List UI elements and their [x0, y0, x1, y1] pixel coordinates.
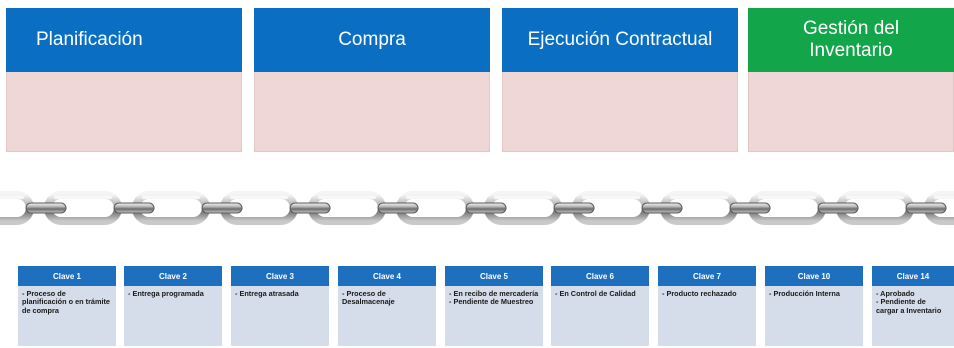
- key-line: - En Control de Calidad: [555, 289, 636, 298]
- key-description: - Producto rechazado: [658, 286, 756, 346]
- chain-link: [113, 202, 155, 214]
- stage-ejecucion-contractual: Ejecución Contractual: [502, 8, 738, 152]
- key-description: - Proceso de planificación o en trámite …: [18, 286, 116, 346]
- key-line: - Proceso de planificación o en trámite …: [22, 289, 110, 315]
- chain-link: [377, 202, 419, 214]
- chain-highlight: [846, 196, 904, 199]
- chain-link: [817, 202, 859, 214]
- key-title: Clave 10: [765, 266, 863, 286]
- chain-highlight: [494, 196, 552, 199]
- key-description: - Producción Interna: [765, 286, 863, 346]
- stage-title: Planificación: [6, 8, 242, 72]
- steel-chain-icon: [0, 191, 954, 225]
- key-title: Clave 7: [658, 266, 756, 286]
- chain-link: [641, 202, 683, 214]
- key-description: - Entrega atrasada: [231, 286, 329, 346]
- key-description: - Aprobado - Pendiente de cargar a Inven…: [872, 286, 954, 346]
- stage-content-area: [502, 72, 738, 152]
- chain-link: [465, 202, 507, 214]
- key-card-clave-3: Clave 3 - Entrega atrasada: [231, 266, 329, 346]
- key-card-clave-10: Clave 10 - Producción Interna: [765, 266, 863, 346]
- chain-highlight: [54, 196, 112, 199]
- chain-highlight: [582, 196, 640, 199]
- key-title: Clave 6: [551, 266, 649, 286]
- key-card-clave-4: Clave 4 - Proceso de Desalmacenaje: [338, 266, 436, 346]
- key-card-clave-1: Clave 1 - Proceso de planificación o en …: [18, 266, 116, 346]
- key-title: Clave 5: [445, 266, 543, 286]
- chain-link: [25, 202, 67, 214]
- key-line: - Aprobado: [876, 289, 915, 298]
- key-title: Clave 3: [231, 266, 329, 286]
- stage-compra: Compra: [254, 8, 490, 152]
- key-line: - Producto rechazado: [662, 289, 737, 298]
- stage-gestion-inventario: Gestión del Inventario: [748, 8, 954, 152]
- key-card-clave-7: Clave 7 - Producto rechazado: [658, 266, 756, 346]
- stage-title: Gestión del Inventario: [748, 8, 954, 72]
- chain-link: [289, 202, 331, 214]
- key-title: Clave 14: [872, 266, 954, 286]
- chain-link: [729, 202, 771, 214]
- key-line: - Entrega programada: [128, 289, 204, 298]
- chain-highlight: [318, 196, 376, 199]
- key-description: - Proceso de Desalmacenaje: [338, 286, 436, 346]
- key-card-clave-6: Clave 6 - En Control de Calidad: [551, 266, 649, 346]
- chain-highlight: [758, 196, 816, 199]
- key-line: - Entrega atrasada: [235, 289, 299, 298]
- key-line: - Pendiente de Muestreo: [449, 297, 534, 307]
- key-title: Clave 2: [124, 266, 222, 286]
- key-title: Clave 4: [338, 266, 436, 286]
- key-card-clave-5: Clave 5 - En recibo de mercadería - Pend…: [445, 266, 543, 346]
- stage-content-area: [748, 72, 954, 152]
- stage-title: Ejecución Contractual: [502, 8, 738, 72]
- key-description: - En Control de Calidad: [551, 286, 649, 346]
- key-description: - En recibo de mercadería - Pendiente de…: [445, 286, 543, 346]
- chain-highlight: [406, 196, 464, 199]
- chain-highlight: [0, 196, 24, 199]
- chain-highlight: [230, 196, 288, 199]
- stage-title: Compra: [254, 8, 490, 72]
- stage-content-area: [6, 72, 242, 152]
- key-description: - Entrega programada: [124, 286, 222, 346]
- chain-link: [201, 202, 243, 214]
- chain-highlight: [670, 196, 728, 199]
- key-line: - Proceso de Desalmacenaje: [342, 289, 395, 307]
- stage-content-area: [254, 72, 490, 152]
- key-card-clave-2: Clave 2 - Entrega programada: [124, 266, 222, 346]
- chain-highlight: [142, 196, 200, 199]
- chain-highlight: [934, 196, 954, 199]
- chain-link: [553, 202, 595, 214]
- key-line: - En recibo de mercadería: [449, 289, 539, 298]
- chain-link: [905, 202, 947, 214]
- key-card-clave-14: Clave 14 - Aprobado - Pendiente de carga…: [872, 266, 954, 346]
- key-title: Clave 1: [18, 266, 116, 286]
- stage-planificacion: Planificación: [6, 8, 242, 152]
- key-line: - Producción Interna: [769, 289, 840, 298]
- key-line: - Pendiente de cargar a Inventario: [876, 297, 942, 315]
